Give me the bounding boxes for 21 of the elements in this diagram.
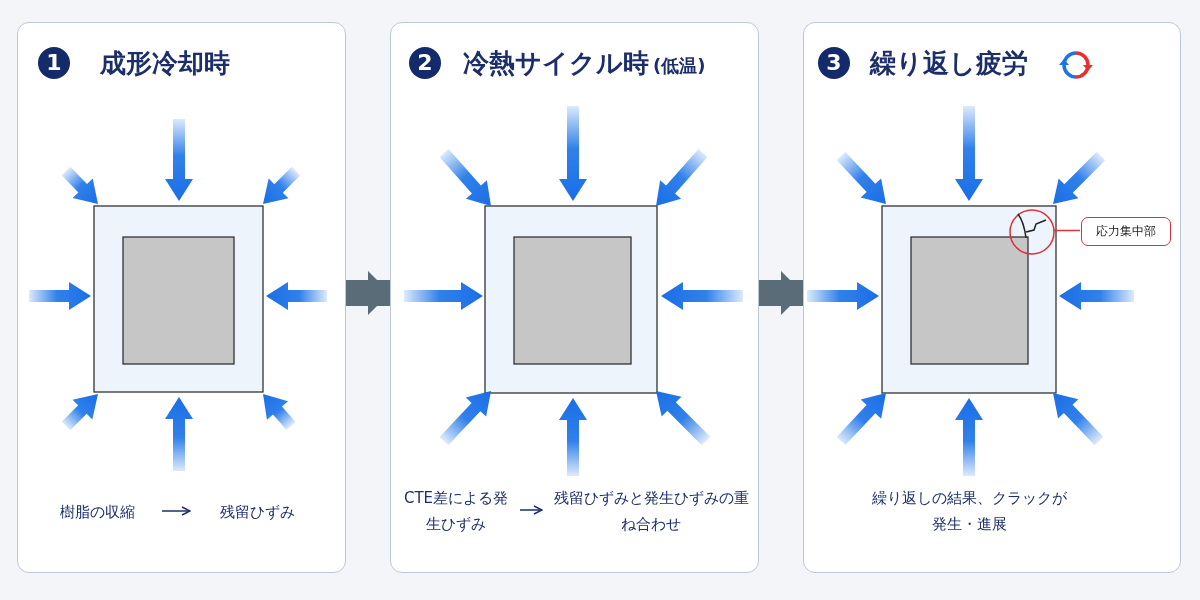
caption-text: CTE差による発生ひずみ: [397, 485, 515, 537]
panel-card: [17, 22, 346, 573]
step-title: 繰り返し疲労: [870, 48, 1028, 78]
caption-text: 樹脂の収縮: [41, 499, 153, 525]
arrow: [519, 505, 543, 515]
step-number: 1: [38, 47, 70, 79]
caption-text: 繰り返しの結果、クラックが発生・進展: [869, 485, 1069, 537]
step-arrow: [346, 271, 390, 315]
step-number: 3: [818, 47, 850, 79]
step-arrow: [759, 271, 803, 315]
callout-label: 応力集中部: [1081, 217, 1171, 246]
caption-text: 残留ひずみ: [201, 499, 313, 525]
leader-line: [1053, 229, 1081, 232]
step-title: 成形冷却時: [100, 48, 230, 78]
caption-text: 残留ひずみと発生ひずみの重ね合わせ: [553, 485, 749, 537]
step-title-note: (低温): [653, 55, 706, 76]
panel-card: [803, 22, 1181, 573]
panel-card: [390, 22, 759, 573]
step-title: 冷熱サイクル時: [463, 48, 649, 78]
arrow: [161, 506, 191, 516]
step-number: 2: [409, 47, 441, 79]
